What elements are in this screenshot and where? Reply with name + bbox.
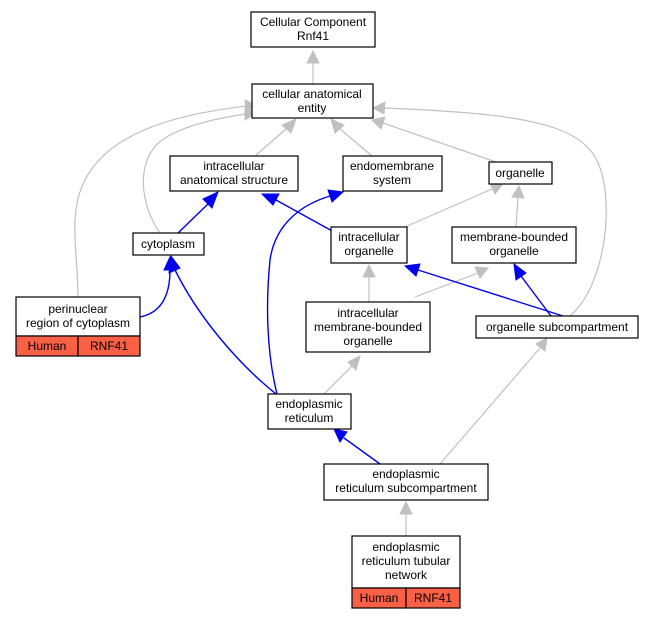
node-label-line: entity: [298, 101, 327, 115]
node-er-subcompartment[interactable]: endoplasmic reticulum subcompartment: [323, 463, 489, 501]
node-label-line: organelle: [344, 244, 394, 258]
edge-head-osc-partof-io: [403, 263, 421, 277]
node-label-line: perinuclear: [48, 302, 107, 316]
annotation-badge-gene: [405, 587, 461, 609]
node-label-line: cellular anatomical: [262, 87, 361, 101]
node-cytoplasm[interactable]: cytoplasm: [132, 232, 205, 256]
edge-io-to-org: [404, 188, 493, 228]
node-label-line: organelle subcompartment: [486, 320, 629, 334]
node-label-line: system: [373, 173, 411, 187]
edge-org-to-cae: [382, 122, 497, 163]
node-label-line: reticulum: [285, 411, 334, 425]
node-organelle-subcompartment[interactable]: organelle subcompartment: [475, 315, 639, 339]
edge-head-ersc-to-osc: [535, 337, 548, 352]
edge-osc-to-cae: [383, 107, 607, 317]
nodes: Cellular Component Rnf41 cellular anatom…: [15, 11, 639, 609]
node-label-line: reticulum tubular: [362, 554, 451, 568]
node-label-line: intracellular: [337, 306, 398, 320]
edge-head-er-to-imbo: [347, 355, 361, 371]
node-label-line: endomembrane: [350, 159, 434, 173]
node-label-line: Cellular Component: [260, 15, 367, 29]
edge-mbo-to-org: [515, 195, 519, 228]
badge-label-species: Human: [28, 339, 67, 353]
edges: [74, 49, 607, 536]
edge-es-to-cae: [339, 128, 373, 157]
edge-head-ertn-to-ersc: [399, 500, 413, 515]
edge-head-ersc-partof-er: [333, 428, 348, 443]
edge-peri-to-cae: [74, 105, 247, 298]
node-label-line: anatomical structure: [180, 173, 288, 187]
node-label-line: intracellular: [203, 159, 264, 173]
node-label-line: organelle: [495, 166, 545, 180]
node-label-line: membrane-bounded: [460, 230, 568, 244]
node-label-line: endoplasmic: [275, 397, 342, 411]
edge-cyto-partof-ias: [177, 203, 209, 234]
edge-imbo-to-mbo: [414, 272, 479, 298]
edge-io-partof-ias: [275, 199, 335, 233]
node-endoplasmic-reticulum[interactable]: endoplasmic reticulum: [267, 393, 352, 430]
edge-ersc-partof-er: [343, 437, 381, 465]
edge-head-er-partof-es: [327, 189, 345, 203]
edge-head-imbo-to-io: [362, 263, 376, 278]
node-label-line: endoplasmic: [372, 540, 439, 554]
node-label-line: intracellular: [338, 230, 399, 244]
badge-label-gene: RNF41: [414, 591, 452, 605]
edge-ersc-to-osc: [439, 347, 541, 465]
node-organelle[interactable]: organelle: [488, 161, 553, 185]
node-label-line: network: [385, 568, 428, 582]
badge-label-gene: RNF41: [90, 339, 128, 353]
edge-head-osc-to-cae: [371, 101, 386, 115]
node-er-tubular-network[interactable]: endoplasmic reticulum tubular network Hu…: [351, 535, 461, 609]
edge-head-io-partof-ias: [260, 193, 280, 206]
node-label-line: membrane-bounded: [314, 320, 422, 334]
node-label-line: organelle: [489, 244, 539, 258]
edge-er-partof-cyto: [174, 269, 277, 395]
edge-cyto-to-cae: [142, 113, 247, 234]
node-intracellular-organelle[interactable]: intracellular organelle: [330, 226, 408, 264]
edge-head-io-to-org: [489, 182, 503, 195]
node-label-line: endoplasmic: [372, 467, 439, 481]
node-label-line: Rnf41: [297, 29, 329, 43]
edge-ias-to-cae: [254, 128, 287, 157]
edge-head-osc-partof-mbo: [513, 262, 527, 281]
node-membrane-bounded-organelle[interactable]: membrane-bounded organelle: [451, 226, 577, 264]
node-cellular-component[interactable]: Cellular Component Rnf41: [250, 11, 376, 48]
node-label-line: organelle: [343, 334, 393, 348]
edge-head-cyto-partof-ias: [202, 191, 219, 209]
edge-peri-partof-cyto: [139, 269, 171, 318]
edge-head-imbo-to-mbo: [474, 266, 489, 279]
edge-osc-partof-mbo: [520, 275, 552, 317]
node-perinuclear-region[interactable]: perinuclear region of cytoplasm Human RN…: [15, 296, 141, 357]
edge-head-peri-partof-cyto: [163, 255, 177, 271]
annotation-badge-gene: [77, 335, 141, 357]
edge-er-partof-es: [266, 195, 331, 395]
edge-osc-partof-io: [417, 269, 564, 317]
node-endomembrane-system[interactable]: endomembrane system: [342, 155, 443, 192]
node-label-line: region of cytoplasm: [26, 316, 130, 330]
node-cellular-anatomical-entity[interactable]: cellular anatomical entity: [251, 83, 374, 119]
badge-label-species: Human: [360, 591, 399, 605]
edge-head-es-to-cae: [330, 118, 345, 134]
edge-head-peri-to-cae: [244, 99, 258, 113]
edge-head-org-to-cae: [371, 116, 386, 130]
node-intracellular-anatomical-structure[interactable]: intracellular anatomical structure: [169, 155, 299, 192]
edge-head-cae-to-cc: [306, 49, 320, 64]
edge-er-to-imbo: [323, 365, 353, 395]
node-label-line: reticulum subcompartment: [335, 481, 477, 495]
edge-head-mbo-to-org: [511, 184, 525, 199]
edge-head-ias-to-cae: [281, 118, 297, 134]
node-label-line: cytoplasm: [141, 237, 195, 251]
node-intracellular-membrane-bounded-organelle[interactable]: intracellular membrane-bounded organelle: [305, 301, 431, 353]
